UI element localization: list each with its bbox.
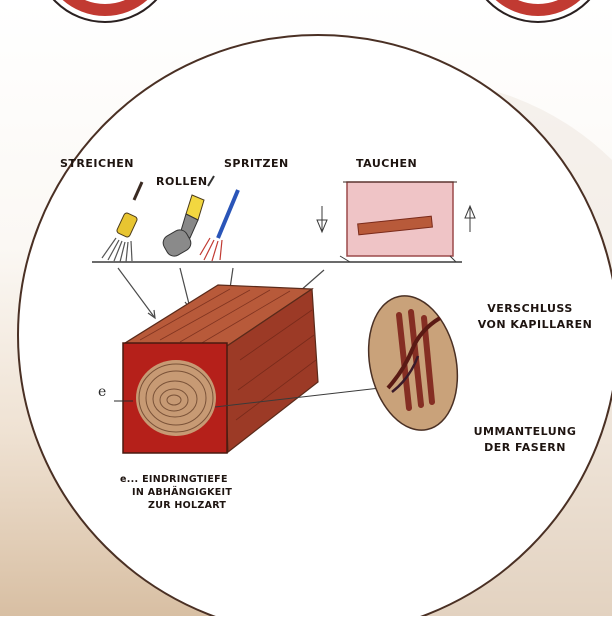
top-left-stamp bbox=[35, 0, 175, 22]
label-verschluss-1: VERSCHLUSS bbox=[470, 302, 590, 315]
label-verschluss-2: VON KAPILLAREN bbox=[470, 318, 600, 331]
label-rollen: ROLLEN bbox=[156, 175, 208, 188]
depth-symbol: e bbox=[98, 384, 107, 400]
label-ummantelung-1: UMMANTELUNG bbox=[458, 425, 592, 438]
top-right-stamp bbox=[468, 0, 608, 22]
label-streichen: STREICHEN bbox=[60, 157, 134, 170]
depth-caption-1: e... EINDRINGTIEFE bbox=[120, 474, 228, 485]
label-tauchen: TAUCHEN bbox=[356, 157, 417, 170]
depth-caption-3: ZUR HOLZART bbox=[148, 500, 226, 511]
label-spritzen: SPRITZEN bbox=[224, 157, 289, 170]
label-ummantelung-2: DER FASERN bbox=[470, 441, 580, 454]
depth-caption-2: IN ABHÄNGIGKEIT bbox=[132, 487, 232, 498]
